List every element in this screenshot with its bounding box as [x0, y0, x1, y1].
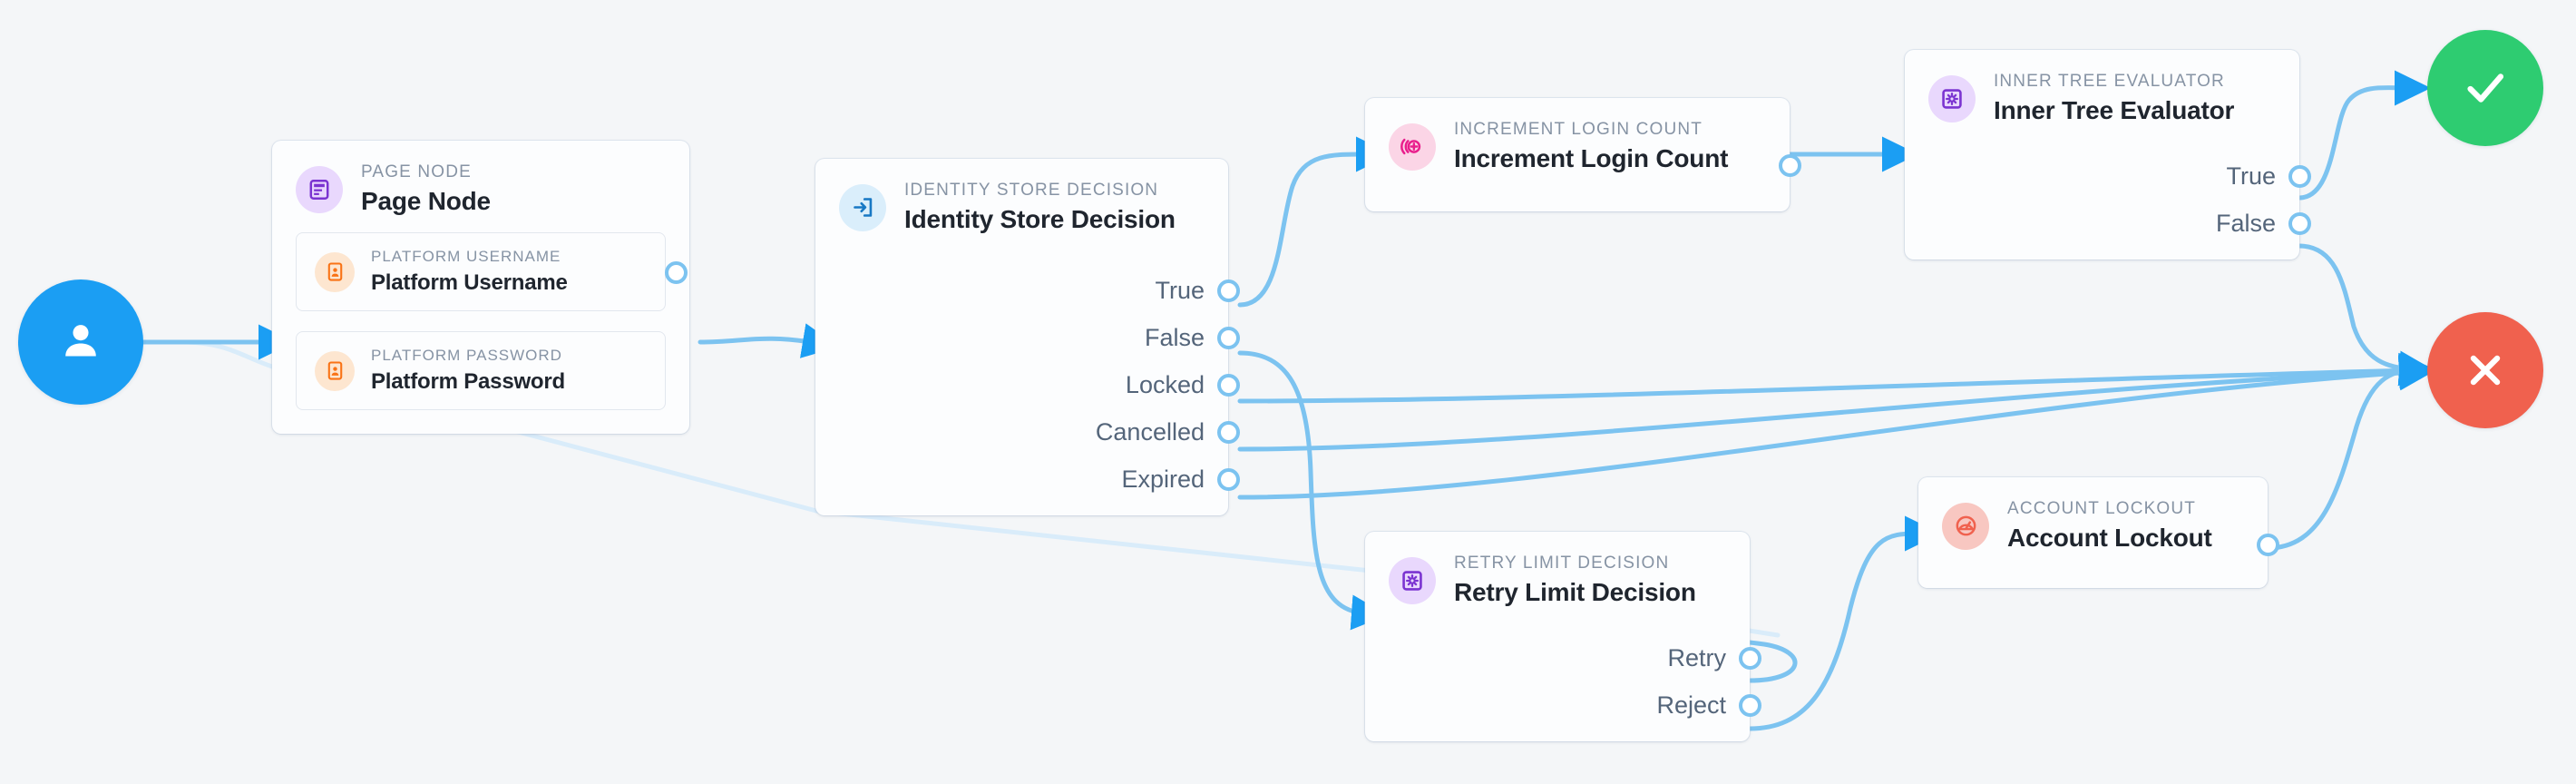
- success-node[interactable]: [2427, 30, 2543, 146]
- gear-square-icon-badge: [1928, 74, 1976, 122]
- node-retry-limit-decision[interactable]: RETRY LIMIT DECISION Retry Limit Decisio…: [1365, 532, 1761, 741]
- outcome-label: Locked: [1125, 370, 1205, 398]
- outcome-expired[interactable]: Expired: [815, 456, 1240, 503]
- node-inner-tree-evaluator[interactable]: INNER TREE EVALUATOR Inner Tree Evaluato…: [1905, 50, 2311, 260]
- port-false[interactable]: [1217, 326, 1240, 349]
- outcome-retry[interactable]: Retry: [1365, 634, 1761, 681]
- start-node[interactable]: [18, 279, 143, 405]
- node-increment-login-count[interactable]: INCREMENT LOGIN COUNT Increment Login Co…: [1365, 98, 1801, 211]
- account-lockout-title: Account Lockout: [2007, 524, 2212, 552]
- port-false[interactable]: [2288, 211, 2311, 235]
- child-platform-password[interactable]: PLATFORM PASSWORD Platform Password: [296, 331, 666, 410]
- inner-tree-evaluator-title: Inner Tree Evaluator: [1994, 96, 2235, 124]
- increment-login-count-output-port[interactable]: [1779, 154, 1801, 177]
- retry-limit-decision-kicker: RETRY LIMIT DECISION: [1454, 554, 1670, 573]
- page-icon: [309, 179, 329, 200]
- child-platform-username[interactable]: PLATFORM USERNAME Platform Username: [296, 232, 688, 311]
- id-card-icon-badge-2: [315, 350, 355, 391]
- outcome-false[interactable]: False: [1905, 200, 2311, 247]
- outcome-false[interactable]: False: [815, 314, 1240, 361]
- increment-login-count-kicker: INCREMENT LOGIN COUNT: [1454, 120, 1703, 139]
- increment-icon: [1400, 138, 1420, 155]
- gear-square-icon: [1402, 570, 1422, 591]
- increment-icon-badge: [1389, 122, 1436, 171]
- node-page-node[interactable]: PAGE NODE Page Node PLATFORM USERNAME: [272, 141, 689, 434]
- platform-password-kicker: PLATFORM PASSWORD: [371, 347, 562, 364]
- retry-limit-decision-title: Retry Limit Decision: [1454, 578, 1696, 606]
- id-card-icon: [327, 262, 342, 281]
- success-node-circle[interactable]: [2427, 30, 2543, 146]
- port-retry[interactable]: [1739, 646, 1761, 670]
- outcome-label: Reject: [1656, 691, 1726, 719]
- identity-store-decision-title: Identity Store Decision: [904, 205, 1176, 233]
- outcome-label: Cancelled: [1095, 417, 1205, 446]
- node-account-lockout[interactable]: ACCOUNT LOCKOUT Account Lockout: [1918, 477, 2279, 588]
- port-reject[interactable]: [1739, 693, 1761, 717]
- outcome-label: True: [1155, 276, 1205, 304]
- gauge-icon: [1956, 515, 1976, 536]
- outcome-label: Retry: [1667, 643, 1726, 671]
- inner-tree-evaluator-header: INNER TREE EVALUATOR Inner Tree Evaluato…: [1905, 50, 2299, 142]
- port-true[interactable]: [2288, 164, 2311, 188]
- retry-limit-decision-card[interactable]: RETRY LIMIT DECISION Retry Limit Decisio…: [1365, 532, 1761, 741]
- identity-store-decision-outcomes: True False Locked Cancelled Expired: [815, 267, 1240, 503]
- platform-username-kicker: PLATFORM USERNAME: [371, 248, 561, 265]
- identity-store-decision-header: IDENTITY STORE DECISION Identity Store D…: [815, 159, 1228, 250]
- page-node-header: PAGE NODE Page Node: [272, 141, 689, 232]
- inner-tree-evaluator-outcomes: True False: [1905, 152, 2311, 247]
- inner-tree-evaluator-kicker: INNER TREE EVALUATOR: [1994, 72, 2225, 91]
- node-identity-store-decision[interactable]: IDENTITY STORE DECISION Identity Store D…: [815, 159, 1240, 515]
- inner-tree-evaluator-card[interactable]: INNER TREE EVALUATOR Inner Tree Evaluato…: [1905, 50, 2311, 260]
- outcome-true[interactable]: True: [815, 267, 1240, 314]
- page-icon-badge: [296, 165, 343, 213]
- page-node-card[interactable]: PAGE NODE Page Node PLATFORM USERNAME: [272, 141, 689, 434]
- account-lockout-kicker: ACCOUNT LOCKOUT: [2007, 499, 2196, 518]
- account-lockout-card[interactable]: ACCOUNT LOCKOUT Account Lockout: [1918, 477, 2279, 588]
- cross-icon: [2470, 355, 2501, 386]
- port-locked[interactable]: [1217, 373, 1240, 397]
- outcome-label: False: [2215, 209, 2276, 237]
- failure-node-circle[interactable]: [2427, 312, 2543, 428]
- outcome-label: True: [2226, 162, 2276, 190]
- identity-store-decision-card[interactable]: IDENTITY STORE DECISION Identity Store D…: [815, 159, 1240, 515]
- account-lockout-header: ACCOUNT LOCKOUT Account Lockout: [1918, 477, 2268, 569]
- gear-square-icon-badge-2: [1389, 556, 1436, 604]
- port-expired[interactable]: [1217, 467, 1240, 491]
- outcome-label: Expired: [1121, 465, 1205, 493]
- start-node-circle[interactable]: [18, 279, 143, 405]
- port-cancelled[interactable]: [1217, 420, 1240, 444]
- increment-login-count-title: Increment Login Count: [1454, 144, 1729, 172]
- page-node-children: PLATFORM USERNAME Platform Username: [272, 232, 689, 434]
- increment-login-count-card[interactable]: INCREMENT LOGIN COUNT Increment Login Co…: [1365, 98, 1801, 211]
- gauge-icon-badge: [1942, 502, 1989, 550]
- port-true[interactable]: [1217, 279, 1240, 302]
- platform-password-title: Platform Password: [371, 369, 565, 394]
- user-icon: [65, 325, 96, 357]
- increment-login-count-header: INCREMENT LOGIN COUNT Increment Login Co…: [1365, 98, 1790, 190]
- outcome-reject[interactable]: Reject: [1365, 681, 1761, 729]
- page-node-title: Page Node: [361, 187, 491, 215]
- gear-square-icon: [1942, 88, 1962, 109]
- id-card-icon: [327, 361, 342, 380]
- outcome-label: False: [1144, 323, 1205, 351]
- failure-node[interactable]: [2427, 312, 2543, 428]
- retry-limit-decision-outcomes: Retry Reject: [1365, 634, 1761, 729]
- account-lockout-output-port[interactable]: [2257, 534, 2279, 556]
- platform-username-title: Platform Username: [371, 270, 568, 295]
- id-card-icon-badge: [315, 251, 355, 292]
- login-arrow-icon-badge: [839, 183, 886, 231]
- outcome-cancelled[interactable]: Cancelled: [815, 408, 1240, 456]
- login-arrow-icon: [853, 198, 872, 217]
- identity-store-decision-kicker: IDENTITY STORE DECISION: [904, 181, 1159, 200]
- outcome-true[interactable]: True: [1905, 152, 2311, 200]
- check-icon: [2467, 74, 2504, 103]
- outcome-locked[interactable]: Locked: [815, 361, 1240, 408]
- retry-limit-decision-header: RETRY LIMIT DECISION Retry Limit Decisio…: [1365, 532, 1750, 623]
- platform-username-output-port[interactable]: [665, 260, 688, 284]
- page-node-kicker: PAGE NODE: [361, 162, 472, 181]
